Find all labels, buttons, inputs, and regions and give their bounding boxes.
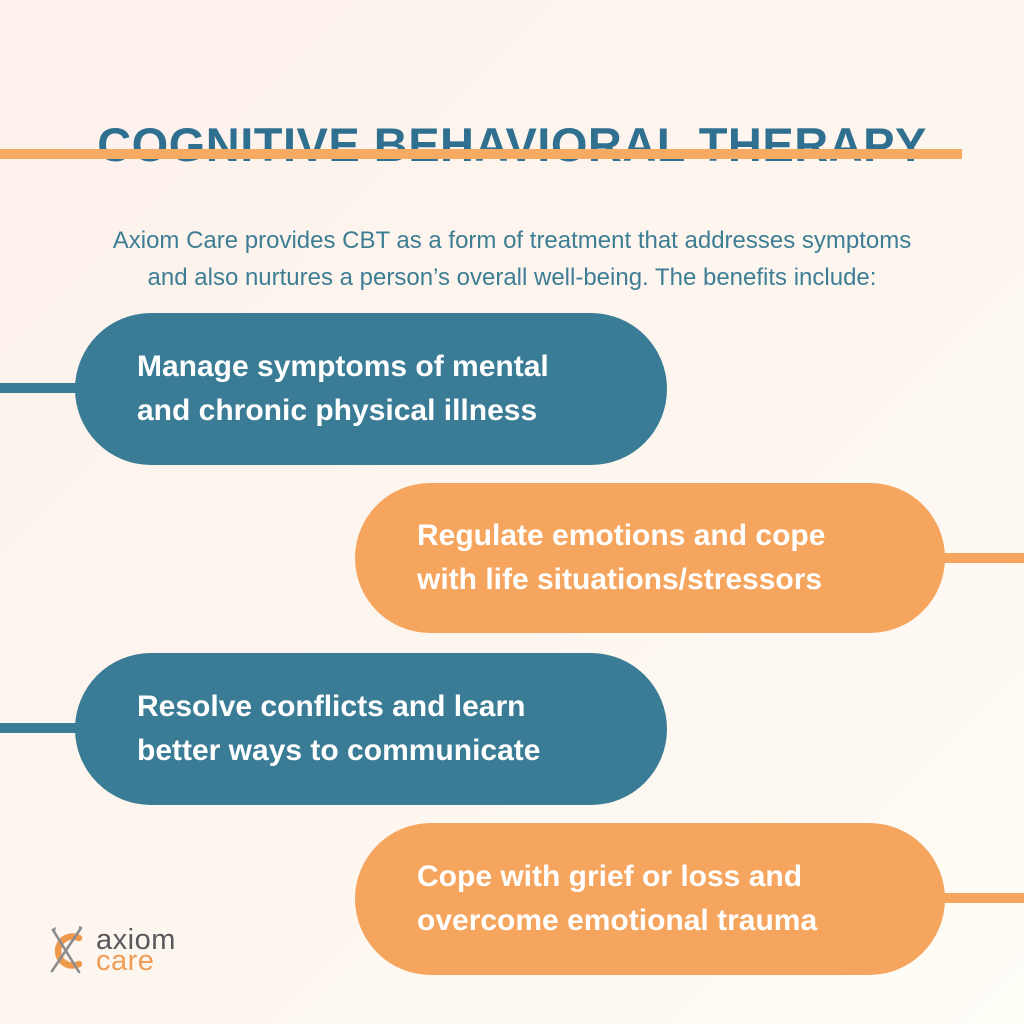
connector-line-2 xyxy=(932,553,1024,563)
axiom-care-logo: axiom care xyxy=(46,922,176,976)
benefit-3-line-2: better ways to communicate xyxy=(137,734,541,767)
axiom-care-logo-icon xyxy=(46,922,88,976)
benefit-3-line-1: Resolve conflicts and learn xyxy=(137,690,526,723)
benefit-1-line-2: and chronic physical illness xyxy=(137,394,538,427)
intro-line-2: and also nurtures a person’s overall wel… xyxy=(147,264,877,291)
connector-line-1 xyxy=(0,383,92,393)
logo-word-axiom: axiom xyxy=(96,923,176,956)
page-title: COGNITIVE BEHAVIORAL THERAPY xyxy=(97,118,927,172)
benefit-pill-4: Cope with grief or loss and overcome emo… xyxy=(355,823,945,975)
benefit-1-line-1: Manage symptoms of mental xyxy=(137,350,549,383)
title-divider-bar xyxy=(0,149,962,159)
intro-paragraph: Axiom Care provides CBT as a form of tre… xyxy=(0,222,1024,296)
benefit-pill-2: Regulate emotions and cope with life sit… xyxy=(355,483,945,633)
connector-line-4 xyxy=(932,893,1024,903)
benefit-2-line-2: with life situations/stressors xyxy=(417,563,823,596)
benefit-pill-1: Manage symptoms of mental and chronic ph… xyxy=(75,313,667,465)
connector-line-3 xyxy=(0,723,92,733)
logo-word-care: care xyxy=(96,944,155,977)
benefit-pill-3: Resolve conflicts and learn better ways … xyxy=(75,653,667,805)
benefit-4-line-1: Cope with grief or loss and xyxy=(417,860,803,893)
benefit-4-line-2: overcome emotional trauma xyxy=(417,904,818,937)
benefit-2-line-1: Regulate emotions and cope xyxy=(417,519,826,552)
logo-wordmark: axiom care xyxy=(96,923,176,977)
intro-line-1: Axiom Care provides CBT as a form of tre… xyxy=(112,227,912,254)
